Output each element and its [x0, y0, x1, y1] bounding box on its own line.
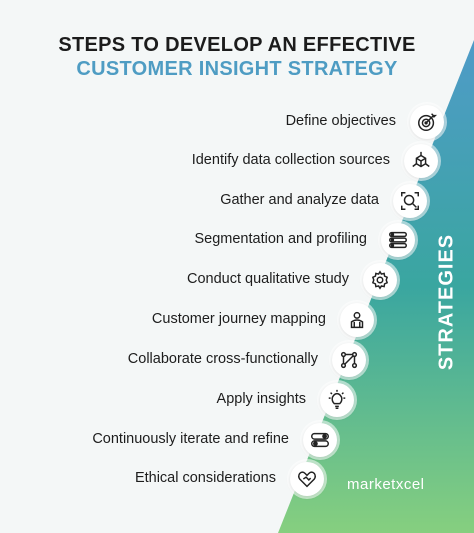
step-gather-analyze: Gather and analyze data [127, 184, 427, 218]
step-label: Ethical considerations [134, 470, 276, 486]
cube-network-icon [404, 144, 438, 178]
step-label: Collaborate cross-functionally [127, 351, 318, 367]
list-sliders-icon [381, 223, 415, 257]
gear-icon [363, 263, 397, 297]
step-label: Gather and analyze data [220, 192, 379, 208]
step-label: Conduct qualitative study [186, 271, 349, 287]
step-journey-mapping: Customer journey mapping [74, 303, 374, 337]
magnifier-icon [393, 184, 427, 218]
connected-nodes-icon [332, 343, 366, 377]
step-collaborate: Collaborate cross-functionally [66, 343, 366, 377]
step-apply-insights: Apply insights [54, 383, 354, 417]
title-line-1: STEPS TO DEVELOP AN EFFECTIVE [58, 34, 416, 56]
target-icon [410, 105, 444, 139]
step-identify-sources: Identify data collection sources [138, 144, 438, 178]
brand-logo: marketxcel [347, 476, 425, 493]
step-qualitative-study: Conduct qualitative study [97, 263, 397, 297]
step-label: Define objectives [285, 113, 396, 129]
lightbulb-icon [320, 383, 354, 417]
step-label: Customer journey mapping [151, 311, 326, 327]
title-line-2: CUSTOMER INSIGHT STRATEGY [76, 58, 398, 80]
step-label: Segmentation and profiling [194, 231, 367, 247]
step-label: Apply insights [216, 391, 306, 407]
person-map-icon [340, 303, 374, 337]
side-label-strategies: STRATEGIES [435, 233, 458, 371]
step-ethical: Ethical considerations [24, 462, 324, 496]
step-label: Continuously iterate and refine [92, 431, 289, 447]
step-define-objectives: Define objectives [144, 105, 444, 139]
toggle-icon [303, 423, 337, 457]
step-segmentation: Segmentation and profiling [115, 223, 415, 257]
step-iterate-refine: Continuously iterate and refine [37, 423, 337, 457]
step-label: Identify data collection sources [191, 152, 390, 168]
heart-hands-icon [290, 462, 324, 496]
